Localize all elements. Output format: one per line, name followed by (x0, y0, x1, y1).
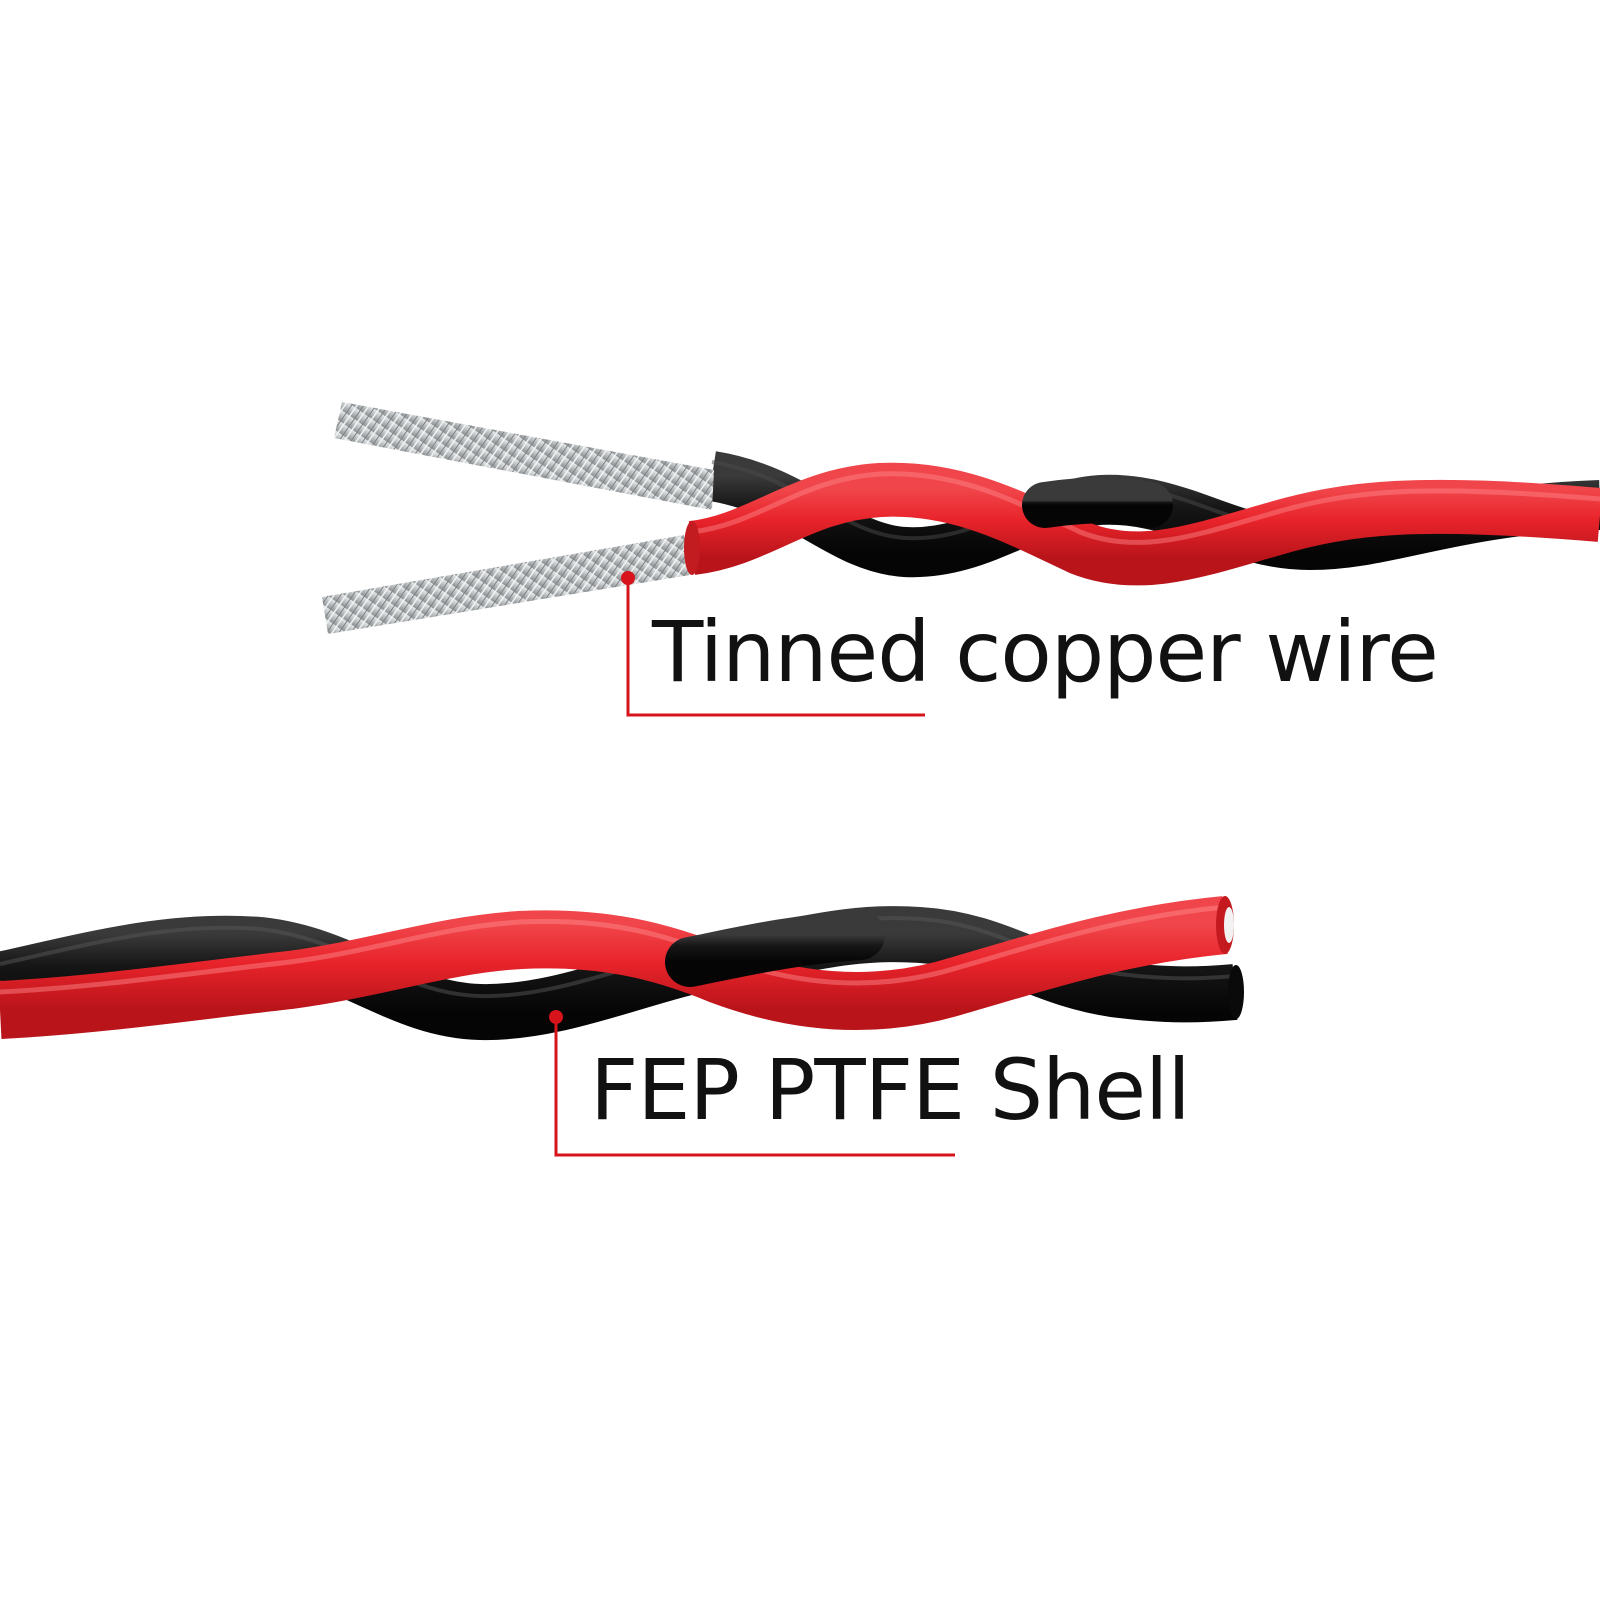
red-wire (688, 462, 1600, 586)
stripped-twisted-pair-wire-icon (322, 402, 1600, 634)
leader-line-bottom (549, 1010, 955, 1157)
label-tinned-copper-wire: Tinned copper wire (652, 603, 1439, 701)
twisted-pair-wire-icon (0, 896, 1244, 1041)
leader-line-top (621, 571, 925, 717)
copper-strand-upper (334, 402, 714, 510)
copper-strand-lower (322, 535, 690, 634)
label-fep-ptfe-shell: FEP PTFE Shell (590, 1041, 1191, 1139)
red-wire (0, 896, 1228, 1039)
